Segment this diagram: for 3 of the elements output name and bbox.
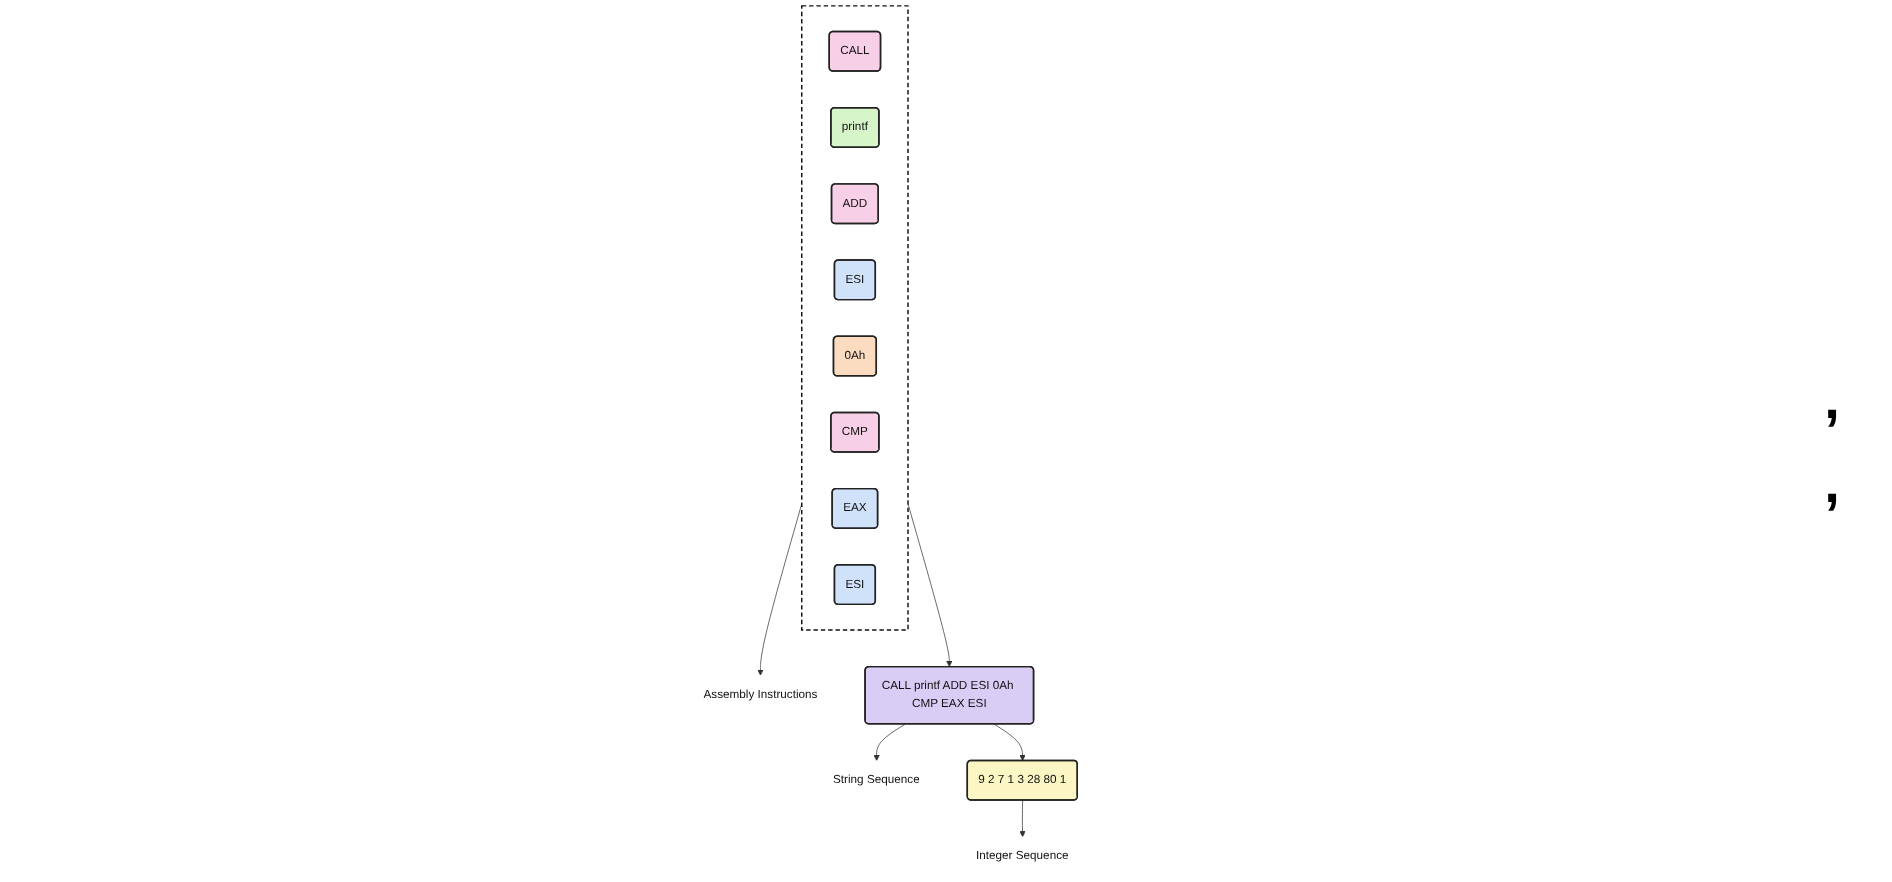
- comma-separator: ,: [1824, 451, 1840, 515]
- cluster: [801, 5, 909, 631]
- comma-separator: ,: [1824, 367, 1840, 431]
